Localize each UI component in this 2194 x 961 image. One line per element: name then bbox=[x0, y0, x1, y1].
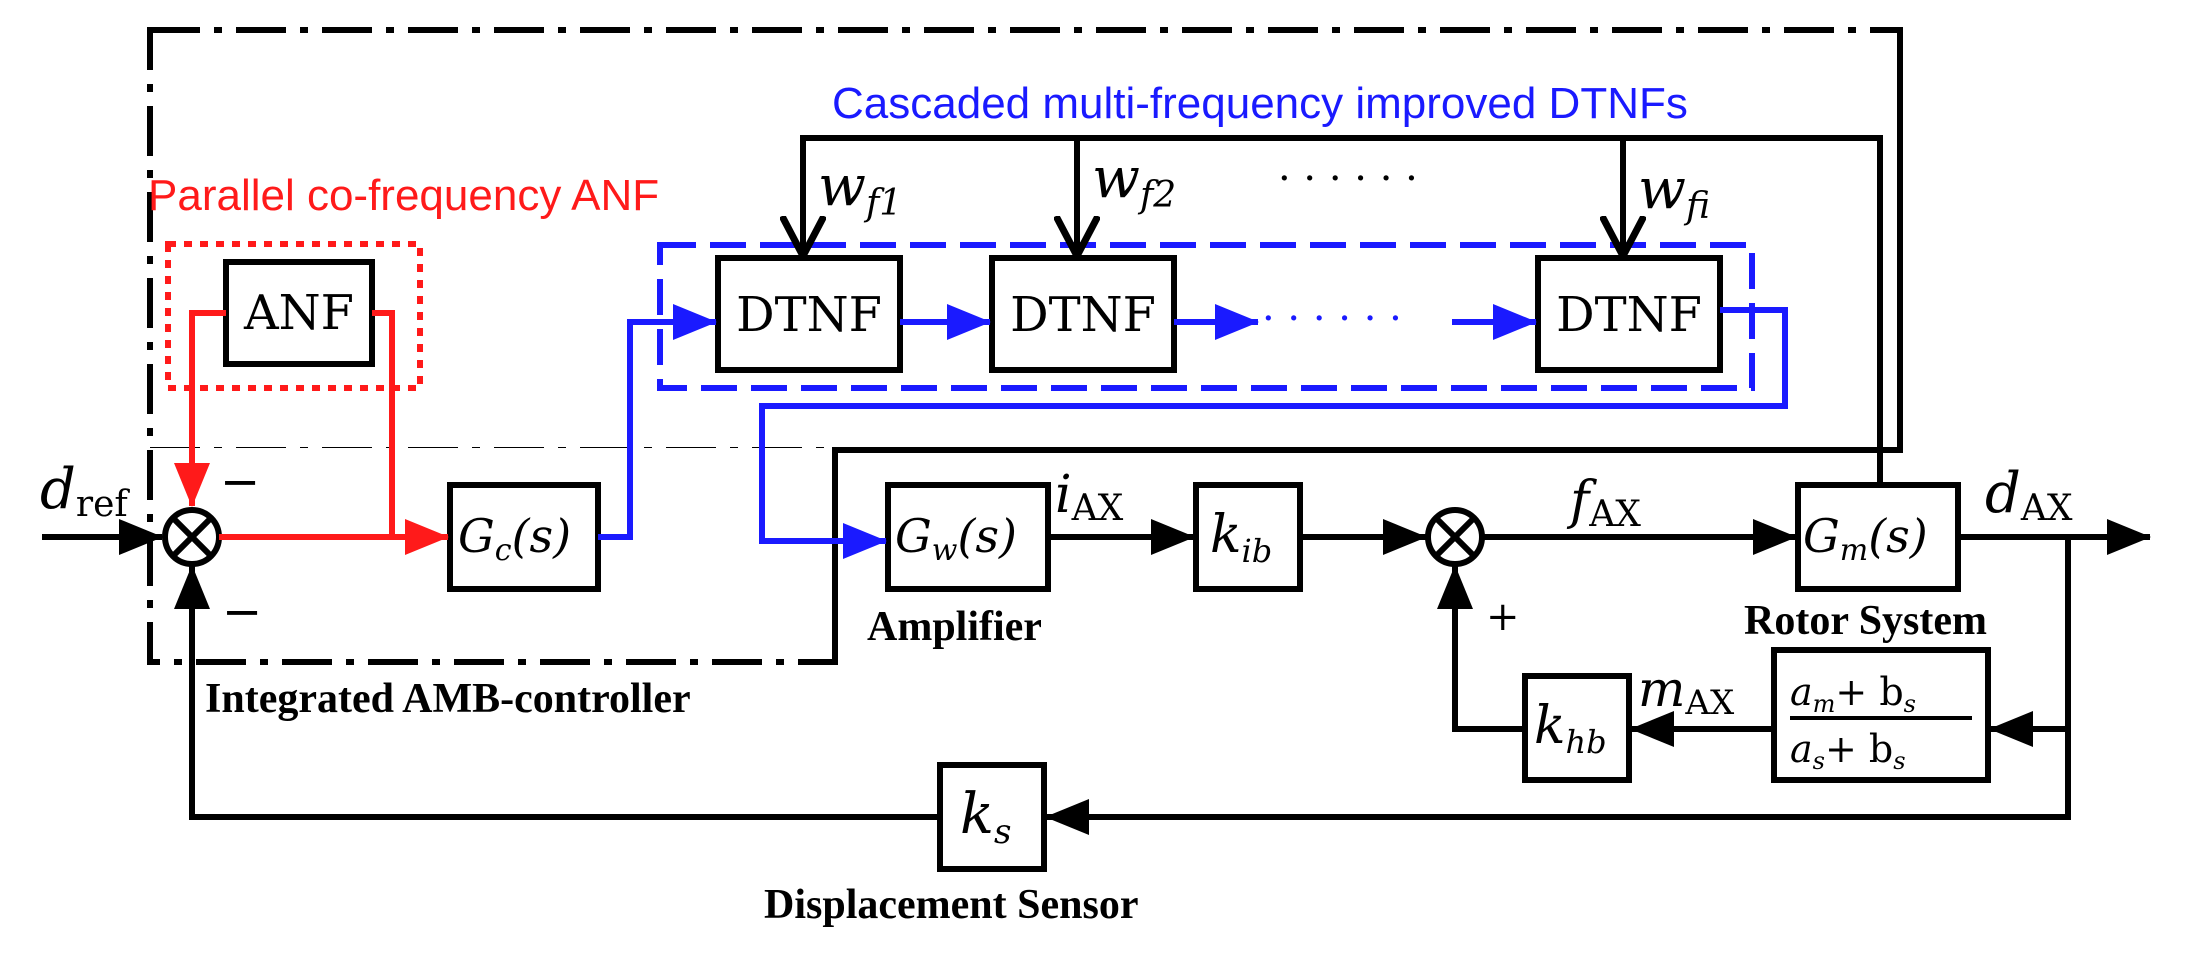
cascaded-dtnf-group bbox=[657, 242, 1755, 391]
gw-label: Gw(s) bbox=[895, 509, 1017, 568]
chain-dots: · · · · · · bbox=[1262, 296, 1402, 342]
wf1-label: wf1 bbox=[818, 154, 902, 224]
gw-arg: (s) bbox=[957, 509, 1017, 563]
kib-label: kib bbox=[1210, 505, 1272, 570]
gw-main: G bbox=[895, 509, 932, 563]
integrated-controller-lower-edge bbox=[147, 450, 838, 665]
iax-label: iAX bbox=[1055, 465, 1124, 529]
dtnf-block-3: DTNF bbox=[1535, 255, 1723, 373]
gw-block: Gw(s) bbox=[885, 482, 1051, 592]
output-to-fraction-wire bbox=[1989, 537, 2071, 747]
sum1-bottom-sign: − bbox=[222, 584, 262, 640]
wfi-label: wfi bbox=[1638, 157, 1710, 227]
cascaded-dtnf-title: Cascaded multi-frequency improved DTNFs bbox=[832, 79, 1688, 128]
gc-label: Gc(s) bbox=[458, 509, 571, 568]
sensor-caption: Displacement Sensor bbox=[764, 882, 1138, 928]
red-anf-output-wire bbox=[372, 310, 395, 537]
fraction-block: am+ bs as+ bs bbox=[1771, 647, 1991, 783]
ks-block: ks bbox=[937, 762, 1047, 872]
sensor-feedback-wire bbox=[1045, 729, 2071, 835]
dtnf-block-1: DTNF bbox=[715, 255, 903, 373]
sum1-top-sign: − bbox=[220, 454, 260, 510]
fraction-denominator: as+ bs bbox=[1790, 727, 1906, 775]
frequency-bus bbox=[803, 135, 1883, 485]
amb-plant-boundary-cut bbox=[150, 448, 830, 462]
amb-inner-boundary bbox=[832, 30, 1903, 662]
fraction-numerator: am+ bs bbox=[1790, 670, 1916, 718]
summing-junction-1 bbox=[162, 507, 222, 567]
frequency-dots: · · · · · · bbox=[1278, 156, 1418, 202]
gw-sub: w bbox=[932, 533, 958, 568]
rotor-caption: Rotor System bbox=[1744, 598, 1987, 644]
khb-label: khb bbox=[1534, 696, 1607, 761]
dtnf-block-2: DTNF bbox=[989, 255, 1177, 373]
khb-to-sum2-wire bbox=[1437, 565, 1525, 732]
kib-block: kib bbox=[1193, 482, 1303, 592]
max-label: mAX bbox=[1638, 660, 1735, 723]
blue-gc-to-dtnf bbox=[598, 304, 717, 540]
integrated-controller-title: Integrated AMB-controller bbox=[205, 676, 691, 722]
gm-main: G bbox=[1803, 509, 1840, 563]
amplifier-caption: Amplifier bbox=[867, 604, 1042, 650]
gm-sub: m bbox=[1840, 533, 1868, 568]
dtnf-label-1: DTNF bbox=[736, 287, 882, 343]
fax-label: fAX bbox=[1566, 471, 1641, 535]
summing-junction-2 bbox=[1425, 507, 1485, 567]
ks-to-sum1-wire bbox=[174, 565, 940, 820]
gc-block: Gc(s) bbox=[447, 482, 601, 592]
blue-dtnf3-to-gw bbox=[759, 307, 1788, 559]
dtnf-label-2: DTNF bbox=[1010, 287, 1156, 343]
parallel-anf-title: Parallel co-frequency ANF bbox=[148, 171, 659, 220]
dref-label: dref bbox=[40, 457, 130, 525]
gm-arg: (s) bbox=[1868, 509, 1928, 563]
anf-label: ANF bbox=[243, 285, 354, 341]
kib-sub: ib bbox=[1242, 532, 1273, 570]
parallel-anf-group bbox=[165, 241, 423, 391]
ks-label: ks bbox=[960, 782, 1011, 852]
sum2-bottom-sign: + bbox=[1486, 594, 1520, 640]
gm-block: Gm(s) bbox=[1795, 482, 1961, 592]
gc-main: G bbox=[458, 509, 495, 563]
red-anf-input-wire bbox=[174, 310, 226, 507]
gm-label: Gm(s) bbox=[1803, 509, 1928, 568]
gc-arg: (s) bbox=[512, 509, 572, 563]
dax-label: dAX bbox=[1985, 461, 2073, 529]
khb-block: khb bbox=[1522, 673, 1632, 783]
wf2-label: wf2 bbox=[1092, 146, 1176, 216]
gc-sub: c bbox=[495, 533, 512, 568]
kib-main: k bbox=[1210, 505, 1242, 565]
anf-block: ANF bbox=[223, 259, 375, 367]
dtnf-label-3: DTNF bbox=[1556, 287, 1702, 343]
